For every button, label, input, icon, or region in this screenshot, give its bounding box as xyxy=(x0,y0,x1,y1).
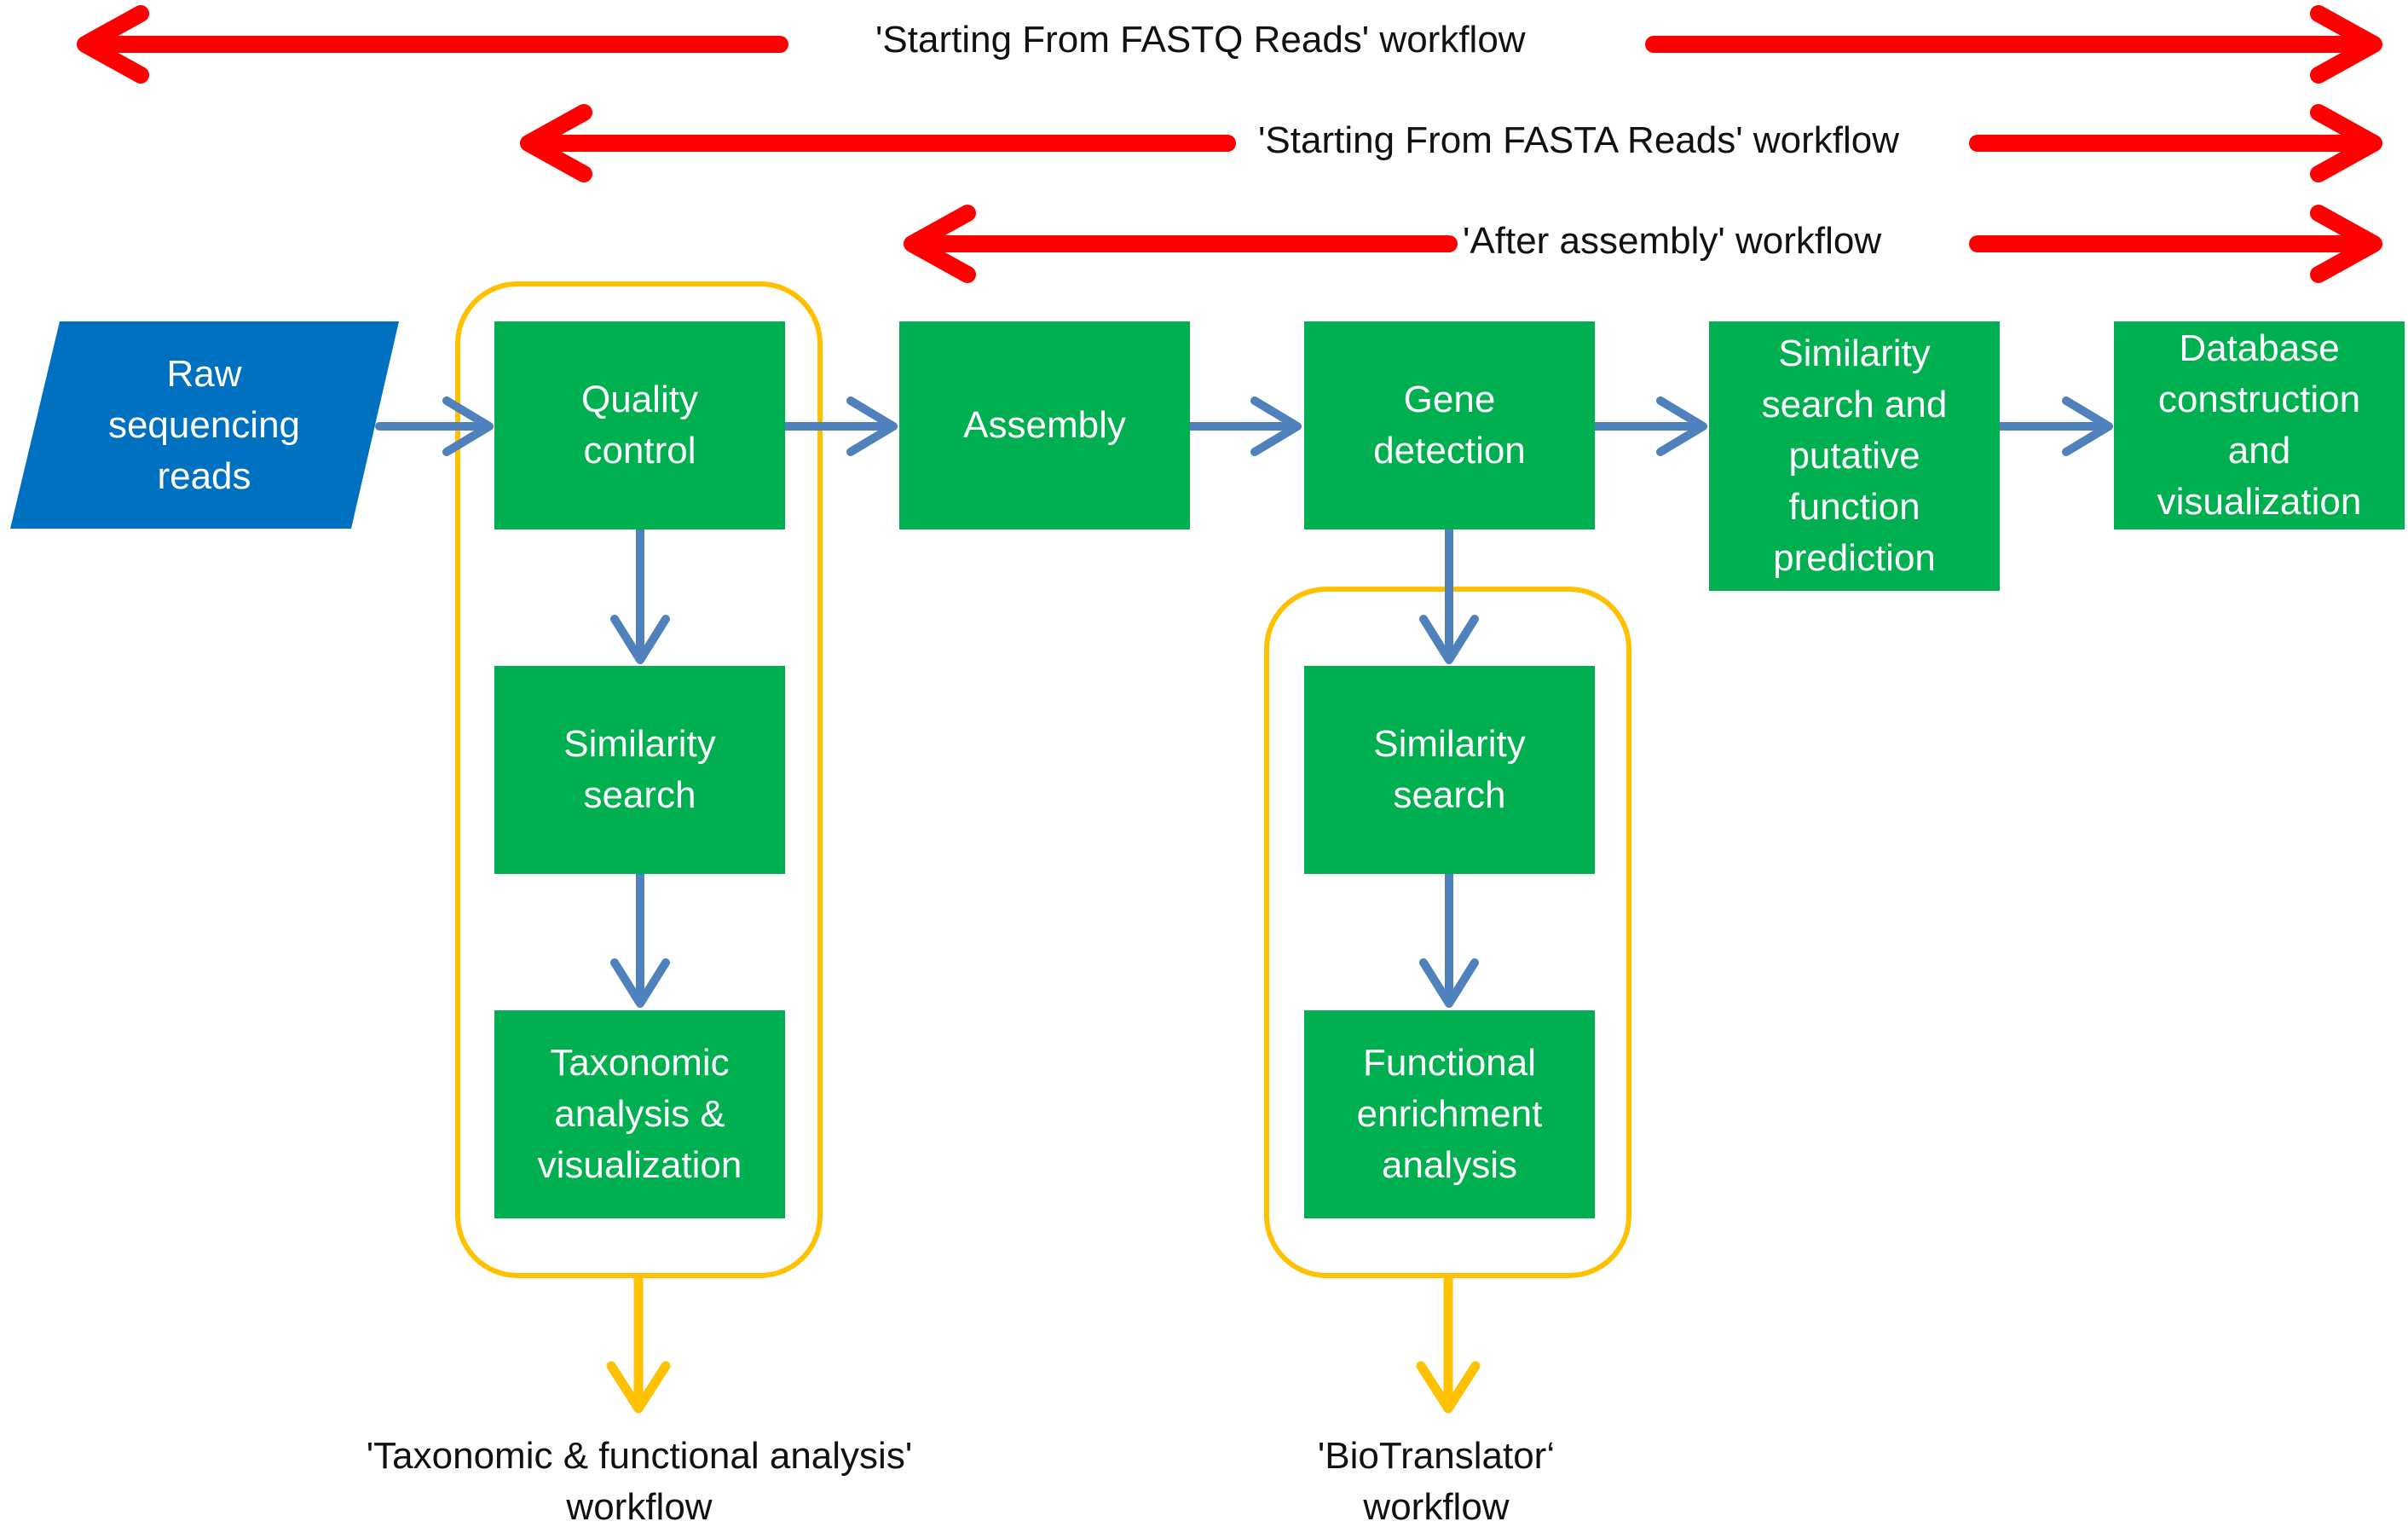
database-visualization-box: Database construction and visualization xyxy=(2114,321,2405,529)
taxonomic-analysis-box-line: visualization xyxy=(537,1144,742,1186)
similarity-search-right-box-line: Similarity xyxy=(1373,723,1526,765)
taxonomic-analysis-box-line: analysis & xyxy=(554,1093,725,1135)
raw-sequencing-reads-node-line: reads xyxy=(157,455,251,497)
fasta-workflow-arrowhead-right xyxy=(2310,104,2382,182)
functional-enrichment-box-line: enrichment xyxy=(1356,1093,1543,1135)
connector-similarity-to-database-head xyxy=(2062,396,2113,456)
connector-similarity-to-enrichment-head xyxy=(1419,958,1479,1008)
similarity-prediction-box: Similarity search and putative function pred… xyxy=(1709,321,2000,591)
raw-sequencing-reads-node: Raw sequencing reads xyxy=(61,322,347,529)
assembly-box: Assembly xyxy=(899,321,1190,529)
gene-detection-box: Gene detection xyxy=(1304,321,1595,529)
database-visualization-box-line: construction xyxy=(2157,379,2361,420)
fasta-workflow-arrowhead-left xyxy=(520,104,592,182)
taxonomic-analysis-box-line: Taxonomic xyxy=(550,1042,730,1084)
similarity-prediction-box-line: Similarity xyxy=(1778,333,1931,374)
raw-sequencing-reads-node-line: sequencing xyxy=(107,404,301,446)
output-arrowhead-taxonomic xyxy=(606,1361,671,1414)
connector-raw-to-qc-head xyxy=(442,396,494,456)
taxonomic-functional-workflow-caption-line: 'Taxonomic & functional analysis' xyxy=(366,1435,913,1477)
similarity-search-right-box: Similarity search xyxy=(1304,666,1595,874)
similarity-search-right-box-line: search xyxy=(1393,774,1506,816)
raw-sequencing-reads-node-line: Raw xyxy=(166,353,242,395)
database-visualization-box-line: and xyxy=(2227,430,2291,471)
similarity-search-left-box: Similarity search xyxy=(494,666,785,874)
fastq-workflow-label: 'Starting From FASTQ Reads' workflow xyxy=(875,19,1526,61)
functional-enrichment-box-line: analysis xyxy=(1382,1144,1517,1186)
connector-qc-to-assembly-head xyxy=(846,396,898,456)
output-arrowhead-biotranslator xyxy=(1416,1361,1481,1414)
database-visualization-box-line: Database xyxy=(2179,327,2340,369)
fastq-workflow-arrowhead-right xyxy=(2310,5,2382,84)
taxonomic-analysis-box: Taxonomic analysis & visualization xyxy=(494,1010,785,1218)
after-assembly-workflow-label: 'After assembly' workflow xyxy=(1463,220,1882,262)
quality-control-box: Quality control xyxy=(494,321,785,529)
gene-detection-box-line: detection xyxy=(1373,430,1526,471)
assembly-workflow-arrowhead-right xyxy=(2310,205,2382,283)
taxonomic-functional-workflow-caption: 'Taxonomic & functional analysis' workflo… xyxy=(298,1431,980,1533)
fasta-workflow-label: 'Starting From FASTA Reads' workflow xyxy=(1258,119,1899,161)
connector-gene-to-similarity-head xyxy=(1656,396,1707,456)
quality-control-box-line: Quality xyxy=(581,379,698,420)
biotranslator-workflow-caption: 'BioTranslator‘ workflow xyxy=(1193,1431,1679,1533)
quality-control-box-line: control xyxy=(583,430,696,471)
similarity-search-left-box-line: Similarity xyxy=(563,723,716,765)
functional-enrichment-box: Functional enrichment analysis xyxy=(1304,1010,1595,1218)
similarity-prediction-box-line: putative xyxy=(1788,435,1920,477)
gene-detection-box-line: Gene xyxy=(1403,379,1496,420)
similarity-search-left-box-line: search xyxy=(583,774,696,816)
raw-reads-shape xyxy=(10,321,399,529)
similarity-prediction-box-line: prediction xyxy=(1773,537,1936,579)
connector-qc-to-similarity-head xyxy=(610,615,670,664)
similarity-prediction-box-line: function xyxy=(1788,486,1920,528)
biotranslator-workflow-caption-line: workflow xyxy=(1363,1486,1510,1528)
biotranslator-workflow-caption-line: 'BioTranslator‘ xyxy=(1317,1435,1556,1477)
fastq-workflow-arrowhead-left xyxy=(77,5,149,84)
database-visualization-box-line: visualization xyxy=(2157,481,2362,523)
connector-assembly-to-gene-head xyxy=(1250,396,1302,456)
functional-enrichment-box-line: Functional xyxy=(1362,1042,1536,1084)
similarity-prediction-box-line: search and xyxy=(1761,384,1948,425)
connector-gene-to-similarity-search-head xyxy=(1419,615,1479,664)
connector-similarity-to-taxonomic-head xyxy=(610,958,670,1008)
assembly-box-line: Assembly xyxy=(963,404,1126,446)
assembly-workflow-arrowhead-left xyxy=(904,205,976,283)
taxonomic-functional-workflow-caption-line: workflow xyxy=(566,1486,713,1528)
